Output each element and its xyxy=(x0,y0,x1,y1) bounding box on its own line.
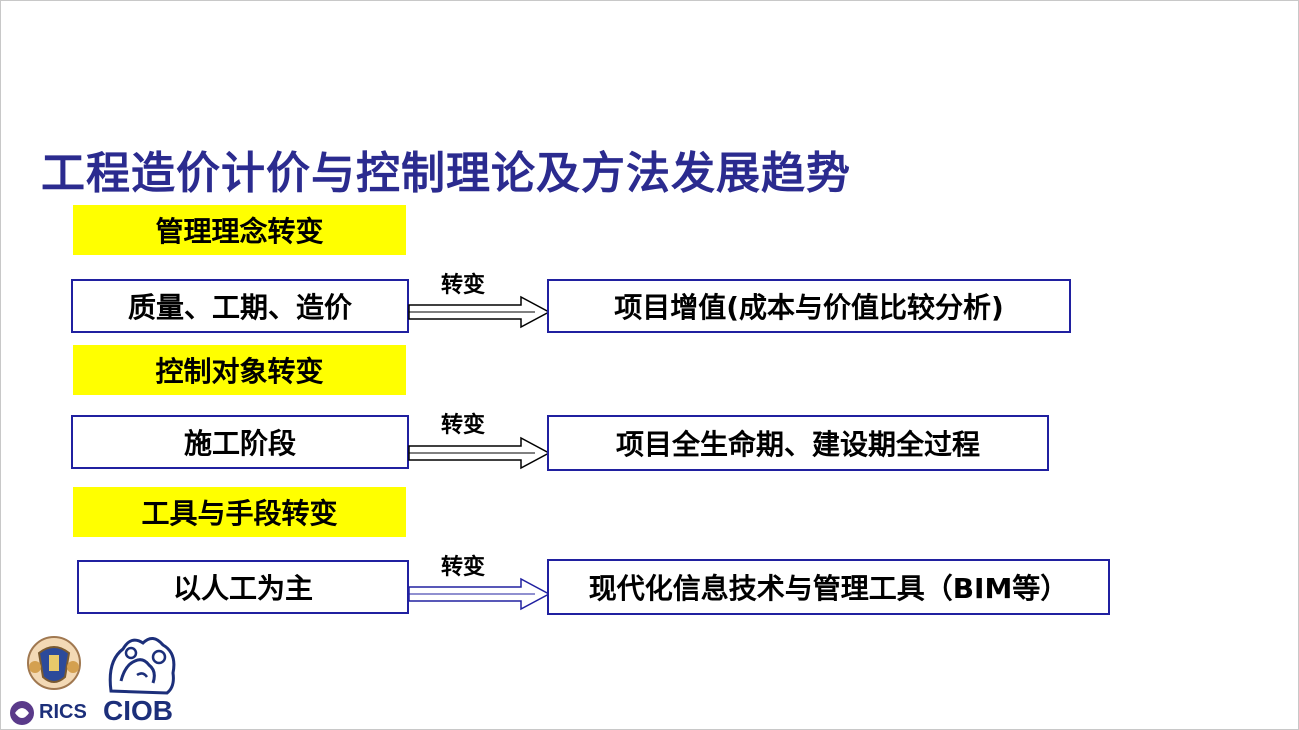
heading-management-concept: 管理理念转变 xyxy=(73,205,406,255)
rics-logo-text: RICS xyxy=(39,701,87,723)
ciob-logo-text: CIOB xyxy=(103,695,173,726)
arrow-label-3: 转变 xyxy=(441,555,486,580)
heading-tools-means: 工具与手段转变 xyxy=(73,487,406,537)
to-box-modern-it-bim: 现代化信息技术与管理工具（BIM等） xyxy=(547,559,1110,615)
arrow-label-1: 转变 xyxy=(441,273,486,298)
right-arrow-icon xyxy=(408,295,551,329)
logo-area: RICS CIOB xyxy=(1,629,191,729)
to-box-lifecycle: 项目全生命期、建设期全过程 xyxy=(547,415,1049,471)
from-box-manual-work: 以人工为主 xyxy=(77,560,409,614)
right-arrow-icon xyxy=(408,436,551,470)
to-box-project-value: 项目增值(成本与价值比较分析) xyxy=(547,279,1071,333)
right-arrow-icon xyxy=(408,577,551,611)
from-box-quality-schedule-cost: 质量、工期、造价 xyxy=(71,279,409,333)
rics-swirl-icon xyxy=(10,701,34,725)
ciob-crest-icon xyxy=(108,637,176,695)
arrow-label-2: 转变 xyxy=(441,413,486,438)
slide-title: 工程造价计价与控制理论及方法发展趋势 xyxy=(41,148,851,199)
from-box-construction-phase: 施工阶段 xyxy=(71,415,409,469)
heading-control-object: 控制对象转变 xyxy=(73,345,406,395)
rics-crest-icon xyxy=(27,636,81,690)
